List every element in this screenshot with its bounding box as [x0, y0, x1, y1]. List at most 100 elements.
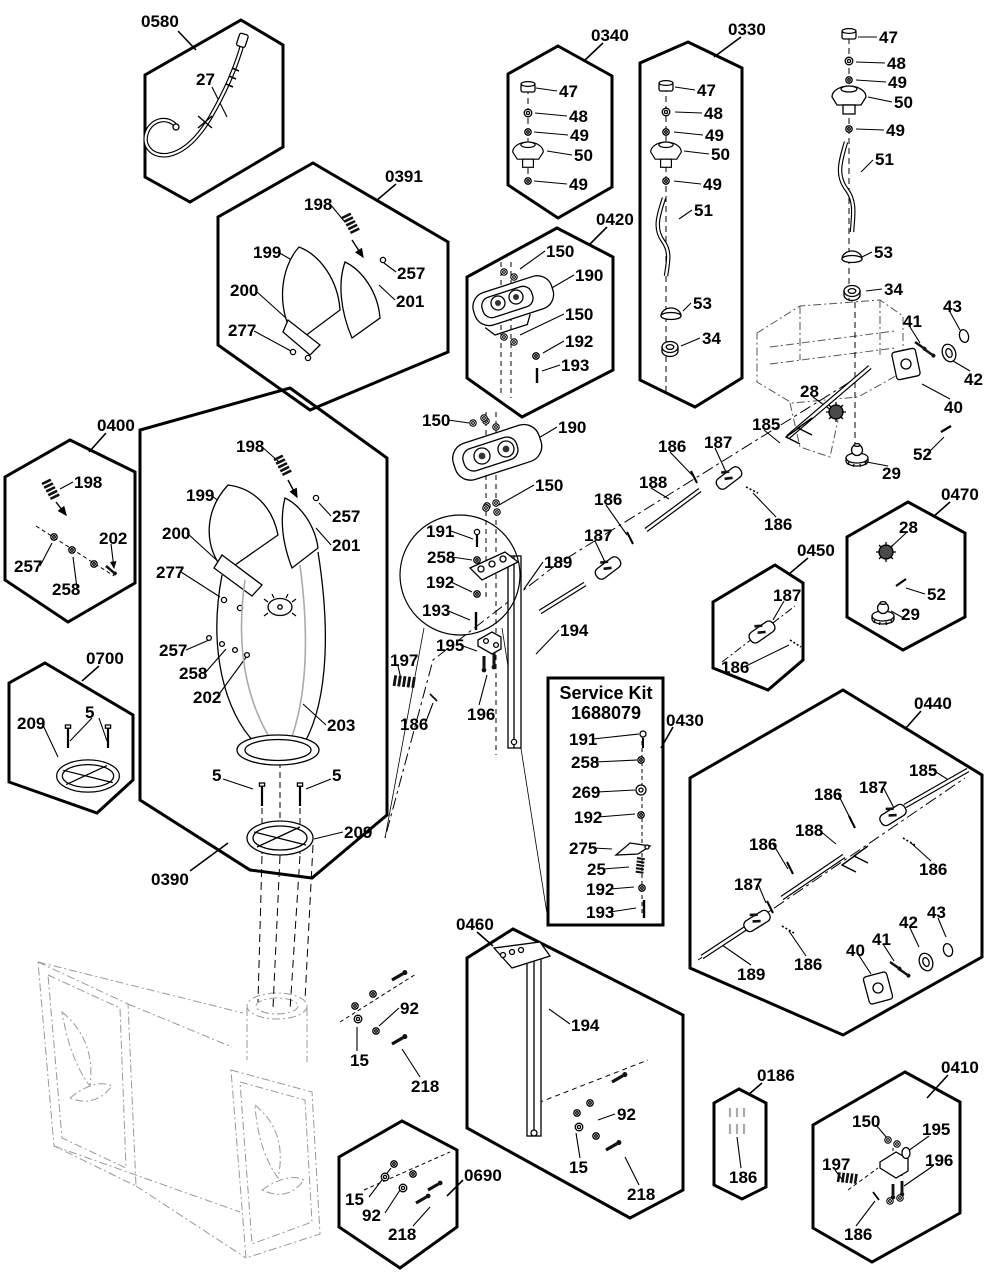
part-label-49: 49: [886, 121, 905, 140]
coupler-0450: [744, 615, 802, 648]
part-label-257: 257: [14, 557, 43, 576]
part-label-5: 5: [212, 766, 222, 785]
part-label-48: 48: [887, 54, 906, 73]
part-label-92: 92: [362, 1206, 381, 1225]
group-label-0330: 0330: [728, 20, 766, 39]
part-label-198: 198: [236, 437, 265, 456]
part-label-192: 192: [574, 808, 603, 827]
part-label-27: 27: [196, 70, 215, 89]
part-label-277: 277: [156, 563, 185, 582]
part-label-186: 186: [794, 955, 823, 974]
part-label-258: 258: [571, 753, 600, 772]
part-label-218: 218: [627, 1185, 656, 1204]
part-label-188: 188: [639, 473, 668, 492]
part-label-258: 258: [179, 664, 208, 683]
hexagon-0580: [143, 18, 285, 204]
group-label-0340: 0340: [591, 26, 629, 45]
service-kit-items: [614, 730, 652, 918]
part-label-258: 258: [52, 580, 81, 599]
part-label-41: 41: [903, 312, 922, 331]
part-label-52: 52: [927, 585, 946, 604]
part-label-191: 191: [426, 522, 455, 541]
part-label-195: 195: [922, 1120, 951, 1139]
group-label-0470: 0470: [941, 485, 979, 504]
group-label-0450: 0450: [797, 541, 835, 560]
part-label-51: 51: [694, 201, 713, 220]
pivot-hardware-right: [825, 328, 970, 468]
service-kit-box: [546, 676, 665, 927]
part-label-186: 186: [844, 1225, 873, 1244]
part-label-269: 269: [572, 783, 601, 802]
part-label-49: 49: [570, 126, 589, 145]
part-label-34: 34: [702, 329, 721, 348]
deflector-0391-drawing: [281, 209, 387, 362]
part-label-50: 50: [711, 145, 730, 164]
part-label-47: 47: [879, 28, 898, 47]
part-label-34: 34: [884, 280, 903, 299]
part-label-196: 196: [467, 705, 496, 724]
group-label-0460: 0460: [456, 915, 494, 934]
part-label-5: 5: [85, 703, 95, 722]
part-label-258: 258: [427, 548, 456, 567]
part-label-5: 5: [332, 766, 342, 785]
part-label-209: 209: [17, 714, 46, 733]
part-label-43: 43: [943, 297, 962, 316]
hexagon-0340: [506, 44, 614, 220]
hexagon-0420: [465, 226, 615, 419]
part-label-218: 218: [388, 1225, 417, 1244]
hexagon-0390: [138, 386, 389, 880]
part-label-186: 186: [814, 785, 843, 804]
part-label-186: 186: [919, 860, 948, 879]
part-label-52: 52: [913, 445, 932, 464]
part-label-189: 189: [544, 553, 573, 572]
hexagon-0400: [3, 438, 137, 624]
chute-assembly-0390: [205, 451, 326, 856]
part-label-186: 186: [749, 835, 778, 854]
bracket-0410: [834, 1136, 911, 1205]
service-kit-number: 1688079: [570, 703, 642, 723]
part-label-25: 25: [587, 860, 606, 879]
part-label-201: 201: [332, 536, 361, 555]
part-label-199: 199: [186, 486, 215, 505]
group-label-0410: 0410: [941, 1058, 979, 1077]
knob-assembly-0330: [650, 79, 682, 358]
part-label-197: 197: [822, 1155, 851, 1174]
part-label-190: 190: [575, 266, 604, 285]
handle-housing-0420: [472, 268, 555, 383]
part-label-28: 28: [800, 382, 819, 401]
group-label-0690: 0690: [464, 1166, 502, 1185]
part-label-190: 190: [558, 418, 587, 437]
group-label-0430: 0430: [666, 711, 704, 730]
part-label-15: 15: [345, 1190, 364, 1209]
part-label-192: 192: [586, 880, 615, 899]
part-label-275: 275: [569, 839, 598, 858]
hexagon-0690: [337, 1119, 459, 1270]
group-label-0440: 0440: [914, 694, 952, 713]
part-label-50: 50: [574, 146, 593, 165]
fasteners-0400: [36, 475, 119, 578]
hexagon-0330: [638, 40, 744, 409]
part-label-201: 201: [396, 292, 425, 311]
hexagon-0440: [688, 688, 984, 1037]
part-label-186: 186: [594, 490, 623, 509]
part-label-42: 42: [964, 370, 983, 389]
part-label-202: 202: [193, 688, 222, 707]
part-label-150: 150: [422, 411, 451, 430]
part-label-198: 198: [74, 473, 103, 492]
part-label-47: 47: [697, 81, 716, 100]
part-label-186: 186: [729, 1168, 758, 1187]
part-label-257: 257: [397, 264, 426, 283]
part-label-150: 150: [546, 242, 575, 261]
part-label-191: 191: [569, 730, 598, 749]
part-label-43: 43: [927, 903, 946, 922]
part-drawings: [36, 27, 970, 1207]
part-label-200: 200: [230, 281, 259, 300]
service-kit-title: Service Kit: [559, 683, 653, 703]
part-label-198: 198: [304, 195, 333, 214]
group-label-0391: 0391: [385, 167, 423, 186]
group-label-0700: 0700: [86, 649, 124, 668]
part-label-187: 187: [773, 586, 802, 605]
part-label-92: 92: [400, 999, 419, 1018]
part-label-187: 187: [704, 433, 733, 452]
part-label-29: 29: [882, 464, 901, 483]
